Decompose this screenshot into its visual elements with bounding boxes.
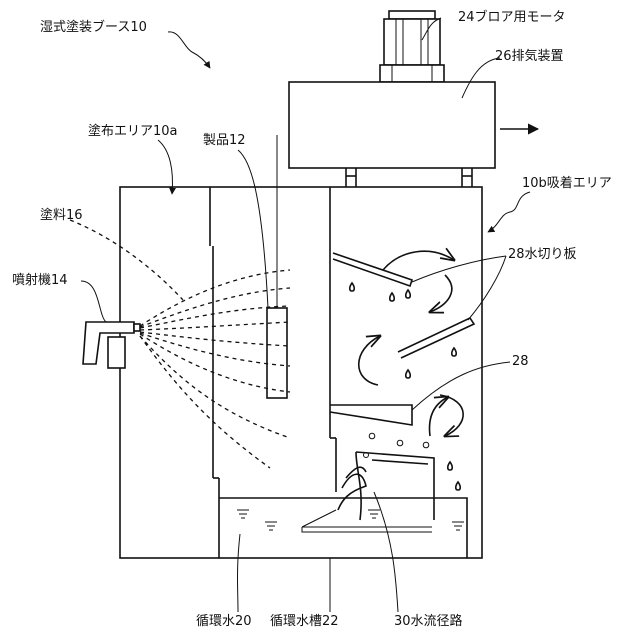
booth-body: [120, 187, 482, 558]
circulating-water-label: 循環水20: [196, 614, 252, 630]
spray-pattern: [70, 220, 290, 468]
product: [267, 135, 287, 398]
drain-board-lower-label: 28: [512, 354, 529, 370]
exhaust-device: [289, 82, 538, 187]
coating-area-label: 塗布エリア10a: [88, 124, 178, 140]
drain-board-label: 28水切り板: [508, 247, 577, 263]
paint-label: 塗料16: [40, 208, 83, 224]
sprayer-label: 噴射機14: [12, 273, 68, 289]
blower-motor-label: 24ブロア用モータ: [458, 10, 566, 26]
circulating-tank: [219, 498, 467, 558]
sprayer-gun: [83, 322, 140, 368]
exhaust-device-label: 26排気装置: [495, 49, 564, 65]
booth-label: 湿式塗装ブース10: [40, 20, 147, 36]
circulating-tank-label: 循環水槽22: [270, 614, 339, 630]
water-channel: [338, 452, 434, 520]
water-droplets: [350, 283, 461, 490]
adsorption-area-label: 10b吸着エリア: [522, 176, 612, 192]
water-channel-label: 30水流径路: [394, 614, 463, 630]
product-label: 製品12: [203, 133, 246, 149]
